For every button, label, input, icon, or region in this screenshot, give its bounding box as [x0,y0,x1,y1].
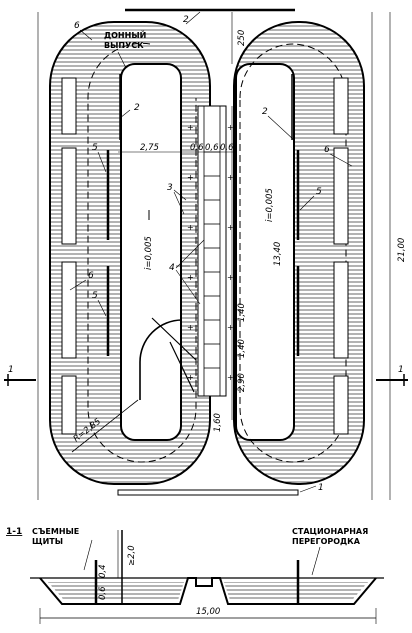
removable-panel [61,77,77,135]
left-flow-path [87,42,197,463]
callout-6-a: 6 [74,21,80,31]
stationary-partition-label-1: СТАЦИОНАРНАЯ [292,527,368,536]
slope-right: i=0,005 [265,188,275,222]
svg-text:+: + [227,173,234,182]
dim-section-04: 0,4 [98,564,108,578]
removable-panel [61,375,77,435]
left-island [120,63,182,441]
dim-width-275: 2,75 [140,143,159,153]
svg-text:+: + [227,373,234,382]
trough-profile [39,577,377,605]
dim-width-06-c: 0,6 [220,143,234,153]
dim-width-06-a: 0,6 [190,143,204,153]
callout-1: 1 [318,483,324,493]
callout-5-a: 5 [92,143,98,153]
section-mark-right: 1 [398,365,404,375]
removable-panel [333,147,349,245]
dim-h-290: 2,90 [237,373,247,392]
svg-text:+: + [227,323,234,332]
callout-5-c: 5 [316,187,322,197]
slope-left: i=0,005 [144,236,154,270]
dim-h-160: 1,60 [213,413,223,432]
bottom-partition-bar [117,489,299,496]
dim-top-250: 250 [237,30,247,46]
svg-text:+: + [227,273,234,282]
section-view: 1-1 СЪЕМНЫЕ ЩИТЫ СТАЦИОНАРНАЯ ПЕРЕГОРОДК… [6,527,384,624]
length-1340: 13,40 [273,242,283,266]
dim-section-06: 0,6 [98,586,108,600]
callout-2-top: 2 [183,15,189,25]
stationary-partition-label-2: ПЕРЕГОРОДКА [292,537,361,546]
svg-text:+: + [187,123,194,132]
channel-crosses: + + + + + + + + + + + + [187,123,234,382]
callout-2-right: 2 [262,107,268,117]
right-basin [233,21,365,485]
removable-panel [333,375,349,435]
callout-3: 3 [167,183,173,193]
dim-width-06-b: 0,6 [205,143,219,153]
removable-panels-label-1: СЪЕМНЫЕ [32,527,79,536]
svg-text:+: + [187,323,194,332]
svg-text:+: + [187,173,194,182]
removable-panel [61,147,77,245]
plan-view: 2 [4,8,408,500]
trough-fill-right [224,582,368,600]
dim-h-140-b: 1,40 [237,339,247,358]
dim-h-140-a: 1,40 [237,303,247,322]
svg-text:+: + [187,373,194,382]
channel-steps [204,151,220,369]
svg-text:+: + [227,223,234,232]
removable-panel [333,261,349,359]
removable-panel [333,77,349,135]
removable-panel [61,261,77,359]
removable-panels-label-2: ЩИТЫ [32,537,63,546]
section-mark-left: 1 [8,365,14,375]
svg-text:+: + [187,273,194,282]
bottom-outlet-label-2: ВЫПУСК [104,41,144,50]
callout-5-b: 5 [92,291,98,301]
dim-overall-height: 21,00 [397,238,407,262]
left-basin [49,21,211,485]
dim-overall-width: 15,00 [196,607,220,617]
callout-6-b: 6 [88,271,94,281]
svg-text:+: + [187,223,194,232]
trough-fill-left [48,582,184,600]
callout-4: 4 [169,263,175,273]
radius-arc [139,319,183,400]
dim-section-ge20: ≥2,0 [127,545,137,566]
svg-text:+: + [227,123,234,132]
right-island [235,63,295,441]
callout-6-c: 6 [324,145,330,155]
bottom-outlet-label-1: ДОННЫЙ [104,29,146,40]
central-channel: + + + + + + + + + + + + 2,75 0,6 0,6 0,6 3 4 [118,105,236,397]
callout-2-left: 2 [134,103,140,113]
section-title: 1-1 [6,527,22,537]
